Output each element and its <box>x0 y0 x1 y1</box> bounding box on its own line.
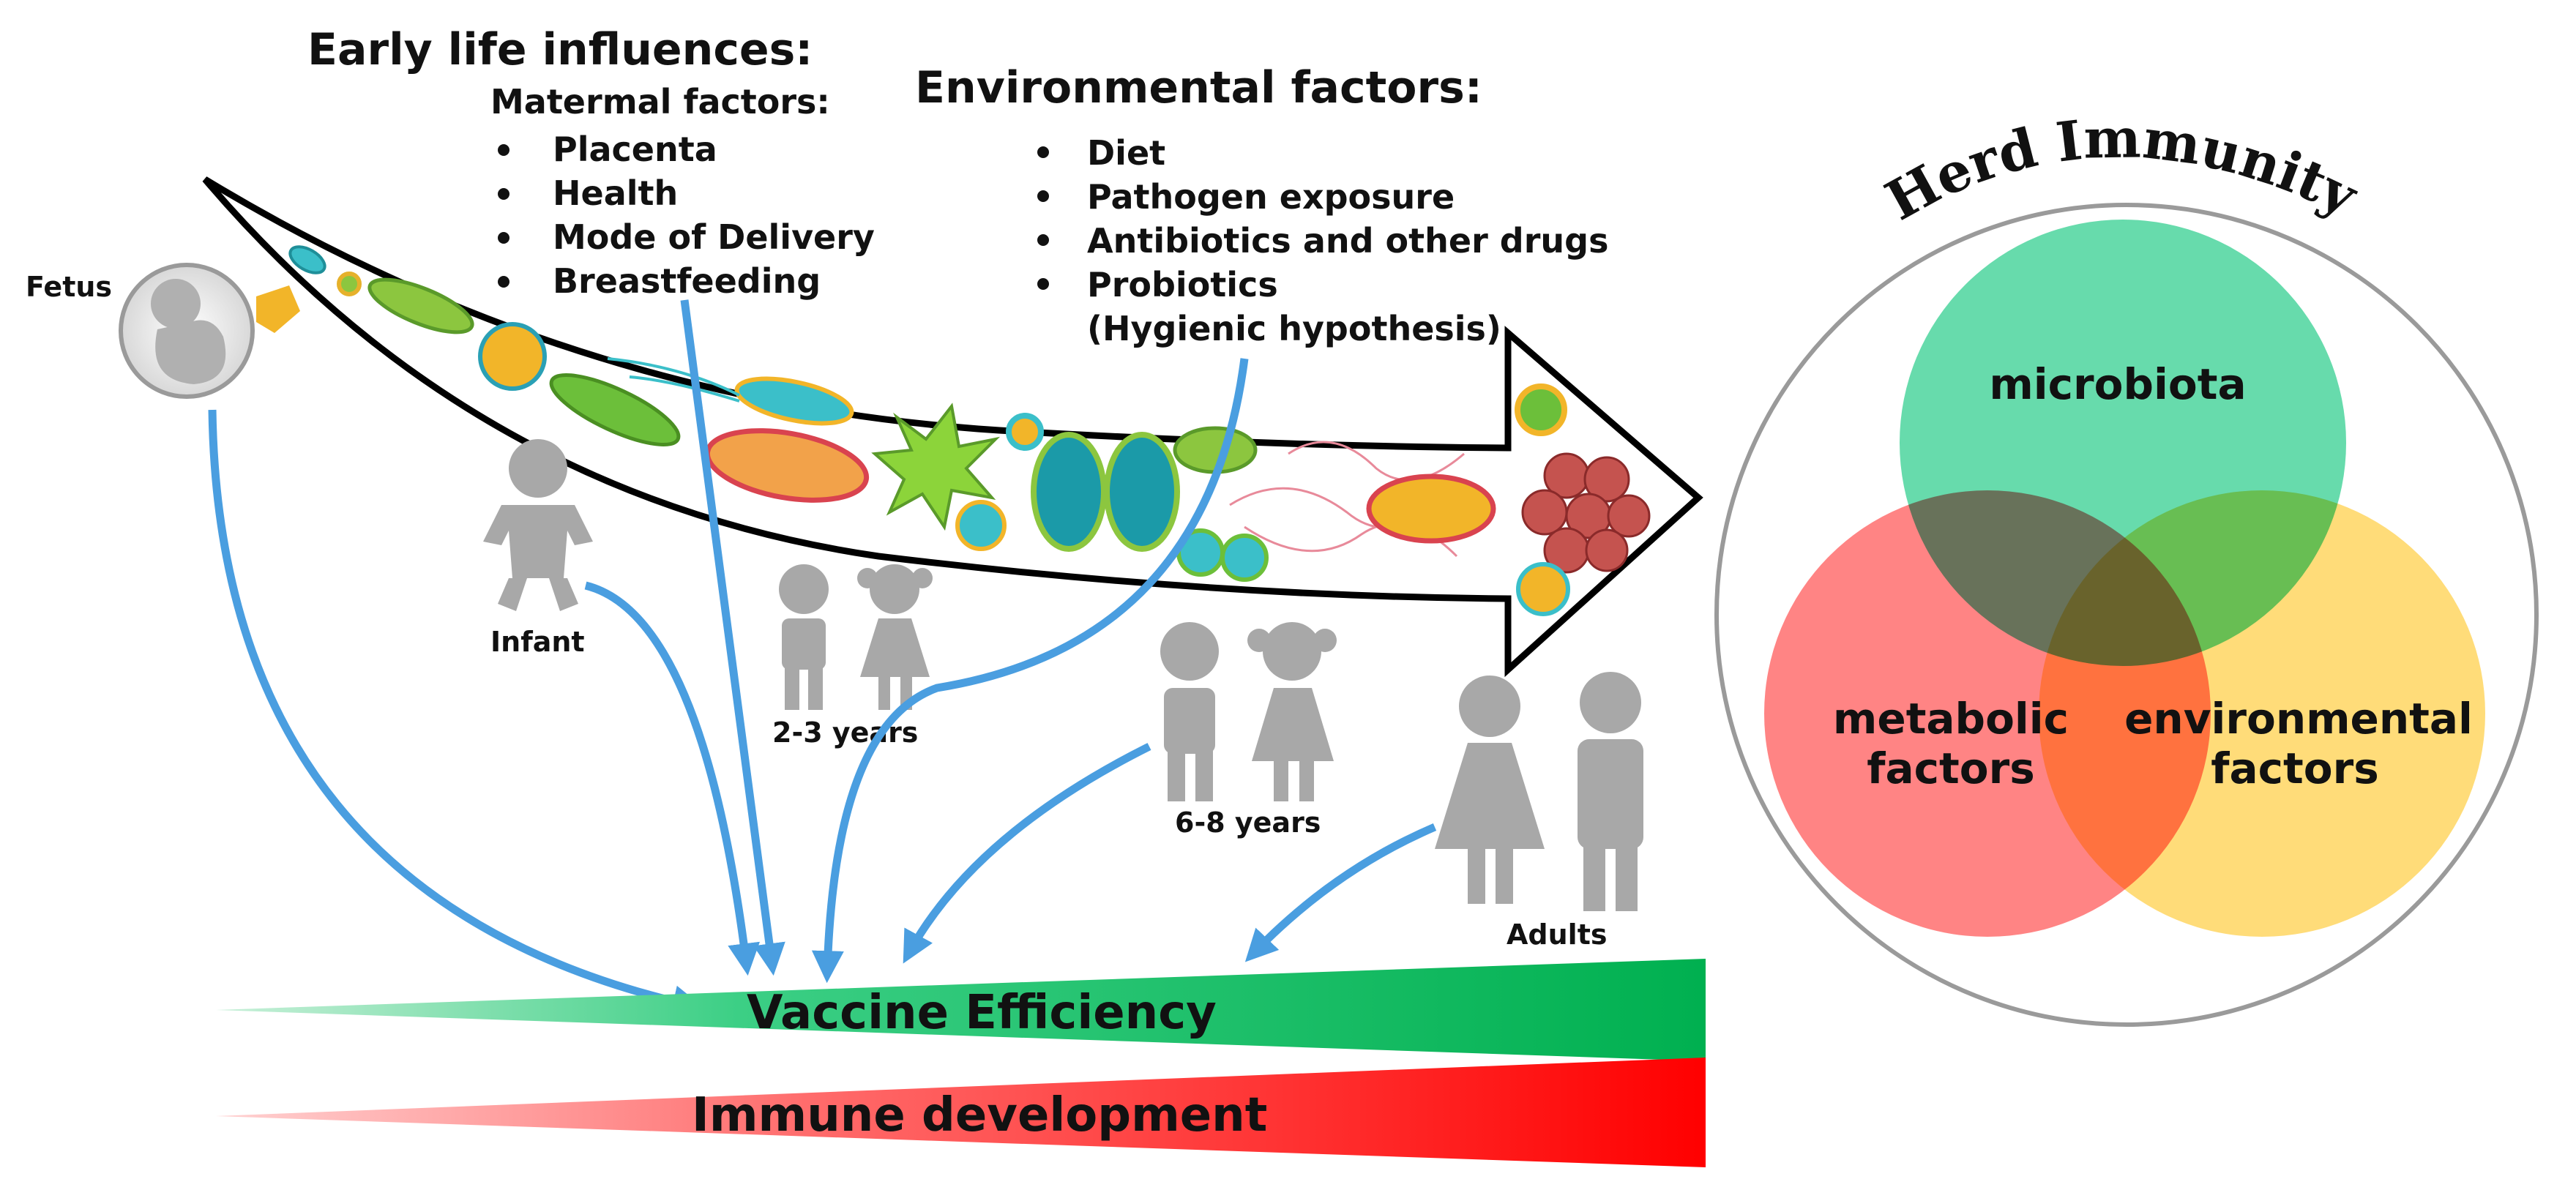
toddlers-figure <box>779 564 933 710</box>
bullet-icon <box>498 276 509 288</box>
bullet-icon <box>1037 146 1049 158</box>
immune-development-label: Immune development <box>692 1088 1267 1142</box>
arrow-adults <box>1244 823 1437 962</box>
arrow-environmental <box>811 358 1249 984</box>
microbe-icon <box>955 500 1007 551</box>
microbe-icon <box>549 373 681 446</box>
microbe-icon <box>1006 413 1044 451</box>
microbe-tail-icon <box>607 357 740 403</box>
venn-label-environmental-2: factors <box>2211 744 2378 793</box>
bullet-icon <box>498 144 509 156</box>
infant-figure <box>483 439 593 611</box>
list-item: Health <box>553 173 678 213</box>
arrow-fetus <box>208 409 705 1017</box>
venn-label-metabolic-1: metabolic <box>1833 694 2069 744</box>
microbe-icon <box>1031 432 1107 552</box>
stage-label-fetus: Fetus <box>26 271 112 303</box>
microbe-icon <box>1220 534 1269 582</box>
influence-arrows <box>208 299 1437 1017</box>
adults-figure <box>1435 672 1643 911</box>
list-item: Breastfeeding <box>553 261 821 301</box>
microbe-icon <box>1104 432 1180 552</box>
fetus-figure <box>119 263 300 399</box>
list-item: Diet <box>1087 133 1165 173</box>
bullet-icon <box>498 232 509 244</box>
list-item-continuation: (Hygienic hypothesis) <box>1087 309 1501 348</box>
early-life-title: Early life influences: <box>307 24 813 75</box>
arrow-maternal <box>680 299 785 976</box>
microbes-group <box>288 245 1651 616</box>
microbe-icon <box>288 245 326 274</box>
microbe-icon <box>367 277 474 334</box>
list-item: Pathogen exposure <box>1087 177 1455 217</box>
microbe-icon <box>871 403 1001 531</box>
microbe-icon <box>1366 474 1496 544</box>
list-item: Antibiotics and other drugs <box>1087 221 1608 261</box>
stage-label-infant: Infant <box>490 626 585 658</box>
immune-development-bar: Immune development <box>216 1058 1706 1167</box>
microbe-icon <box>337 272 362 296</box>
microbe-cluster-icon <box>1521 452 1651 574</box>
children-figure <box>1160 622 1337 801</box>
bullet-icon <box>1037 234 1049 246</box>
list-item: Placenta <box>553 130 717 169</box>
maternal-factors-list: Placenta Health Mode of Delivery Breastf… <box>498 130 875 301</box>
venn-label-microbiota: microbiota <box>1989 359 2246 409</box>
microbe-icon <box>1515 383 1567 436</box>
vaccine-efficiency-bar: Vaccine Efficiency <box>216 959 1706 1061</box>
stage-label-adults: Adults <box>1507 918 1607 951</box>
environmental-factors-title: Environmental factors: <box>915 62 1482 113</box>
venn-circle-environmental <box>2039 490 2485 937</box>
timeline-arrow <box>202 176 1703 678</box>
maternal-factors-subtitle: Matermal factors: <box>490 82 830 121</box>
microbe-icon <box>734 376 854 426</box>
arrow-child <box>903 743 1151 964</box>
vaccine-efficiency-label: Vaccine Efficiency <box>747 986 1217 1040</box>
microbe-icon <box>478 322 547 391</box>
list-item: Probiotics <box>1087 265 1278 304</box>
stage-label-toddler: 2-3 years <box>772 716 918 749</box>
microbe-icon <box>1173 426 1258 474</box>
microbe-icon <box>1516 562 1570 616</box>
herd-immunity-venn: microbiota metabolic factors environment… <box>1714 203 2539 1027</box>
environmental-factors-list: Diet Pathogen exposure Antibiotics and o… <box>1037 133 1608 348</box>
arrow-infant <box>584 581 761 976</box>
bullet-icon <box>498 188 509 200</box>
venn-label-metabolic-2: factors <box>1867 744 2034 793</box>
list-item: Mode of Delivery <box>553 217 875 257</box>
stage-label-child: 6-8 years <box>1175 807 1321 839</box>
venn-label-environmental-1: environmental <box>2124 694 2473 744</box>
bullet-icon <box>1037 190 1049 202</box>
bullet-icon <box>1037 278 1049 290</box>
